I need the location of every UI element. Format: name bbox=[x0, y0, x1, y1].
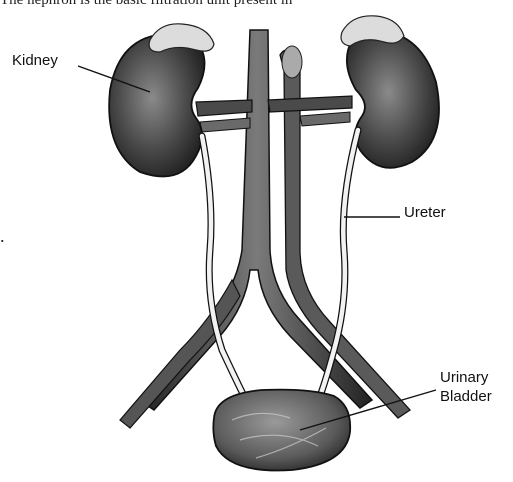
ureter-label: Ureter bbox=[404, 204, 446, 221]
urinary-bladder bbox=[213, 390, 350, 471]
right-kidney bbox=[347, 30, 439, 168]
right-renal-vessel-lower bbox=[300, 112, 350, 126]
left-renal-vessel-lower bbox=[200, 118, 250, 132]
left-adrenal-gland bbox=[149, 24, 214, 52]
urinary-bladder-label: Urinary Bladder bbox=[440, 368, 492, 406]
urinary-bladder-label-line1: Urinary bbox=[440, 368, 492, 387]
kidney-label: Kidney bbox=[12, 52, 58, 69]
vessel-top-blob bbox=[282, 46, 302, 78]
right-renal-vessel bbox=[268, 96, 352, 112]
left-renal-vessel bbox=[196, 100, 252, 116]
urinary-bladder-label-line2: Bladder bbox=[440, 387, 492, 406]
left-kidney bbox=[109, 34, 204, 177]
